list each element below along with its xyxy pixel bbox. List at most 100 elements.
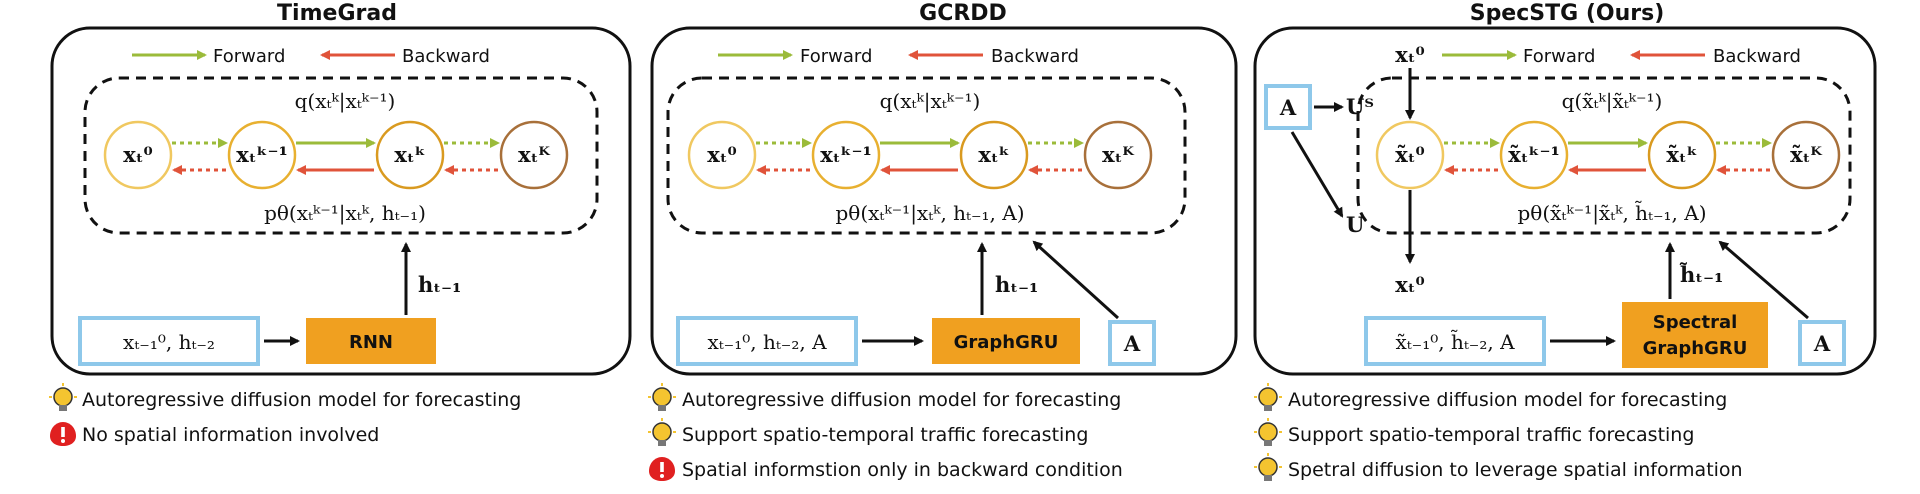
p-label: pθ(xₜᵏ⁻¹|xₜᵏ, hₜ₋₁, A) [835, 201, 1024, 226]
panel-title: TimeGrad [277, 1, 397, 26]
lightbulb-icon [1254, 453, 1282, 481]
note-text: Autoregressive diffusion model for forec… [82, 389, 521, 411]
node-xK-label: xₜᴷ [518, 142, 550, 167]
diffusion-box [666, 76, 1187, 235]
q-label: q(xₜᵏ|xₜᵏ⁻¹) [880, 89, 981, 114]
q-label: q(x̃ₜᵏ|x̃ₜᵏ⁻¹) [1562, 89, 1663, 114]
node-xk-1 [811, 120, 881, 190]
note-item: Support spatio-temporal traffic forecast… [648, 418, 1088, 446]
adjacency-box [1264, 84, 1312, 130]
bottom-x-label: xₜ⁰ [1395, 272, 1425, 297]
u-label: U [1346, 212, 1364, 237]
node-x0-label: xₜ⁰ [123, 142, 153, 167]
note-text: Autoregressive diffusion model for forec… [1288, 389, 1727, 411]
lightbulb-icon [1254, 383, 1282, 411]
lightbulb-icon [1254, 418, 1282, 446]
node-xK-label: x̃ₜᴷ [1790, 142, 1822, 167]
q-label: q(xₜᵏ|xₜᵏ⁻¹) [295, 89, 396, 114]
node-xK [1771, 120, 1841, 190]
node-xK [1083, 120, 1153, 190]
legend-forward-label: Forward [1523, 46, 1595, 67]
diffusion-box [1356, 76, 1852, 235]
warning-icon [50, 422, 76, 446]
node-xk-label: xₜᵏ [394, 142, 425, 167]
note-item: Autoregressive diffusion model for forec… [49, 383, 521, 411]
input-box [676, 316, 858, 366]
legend: Forward Backward [132, 46, 490, 67]
node-xk-1-label: xₜᵏ⁻¹ [236, 142, 288, 167]
adjacency-box [1798, 320, 1846, 366]
input-label: x̃ₜ₋₁⁰, h̃ₜ₋₂, A [1395, 330, 1515, 354]
panel-title: SpecSTG (Ours) [1470, 1, 1665, 26]
lightbulb-icon [648, 383, 676, 411]
diffusion-box [83, 76, 599, 235]
legend: Forward Backward [1442, 46, 1801, 67]
hidden-label: h̃ₜ₋₁ [1680, 262, 1724, 287]
panel-frame [1253, 26, 1877, 376]
lightbulb-icon [49, 383, 77, 411]
legend: Forward Backward [718, 46, 1079, 67]
node-x0 [103, 120, 173, 190]
node-xk-1 [1499, 120, 1569, 190]
ut-label: Uᵀ [1346, 94, 1374, 119]
panel-specstg: SpecSTG (Ours) xₜ⁰ Forward Backward q(x̃… [1253, 1, 1877, 481]
legend-backward-label: Backward [991, 46, 1079, 67]
note-text: Spatial informstion only in backward con… [682, 459, 1123, 481]
graphgru-module [932, 318, 1080, 364]
top-x-label: xₜ⁰ [1395, 42, 1425, 67]
node-xk-1 [227, 120, 297, 190]
note-item: No spatial information involved [50, 422, 379, 446]
note-text: Spetral diffusion to leverage spatial in… [1288, 459, 1743, 481]
legend-backward-label: Backward [402, 46, 490, 67]
note-item: Spetral diffusion to leverage spatial in… [1254, 453, 1743, 481]
note-text: Autoregressive diffusion model for forec… [682, 389, 1121, 411]
note-text: No spatial information involved [82, 424, 379, 446]
p-label: pθ(xₜᵏ⁻¹|xₜᵏ, hₜ₋₁) [264, 201, 426, 226]
arrow [1718, 240, 1809, 320]
node-xk-1-label: xₜᵏ⁻¹ [820, 142, 872, 167]
node-x0 [1375, 120, 1445, 190]
note-text: Support spatio-temporal traffic forecast… [1288, 424, 1694, 446]
legend-backward-label: Backward [1713, 46, 1801, 67]
node-x0-label: x̃ₜ⁰ [1395, 142, 1425, 167]
warning-icon [649, 457, 675, 481]
panel-gcrdd: GCRDD Forward Backward q(xₜᵏ|xₜᵏ⁻¹) xₜ⁰ … [648, 1, 1238, 481]
node-xk-label: xₜᵏ [978, 142, 1009, 167]
node-x0-label: xₜ⁰ [707, 142, 737, 167]
node-x0 [687, 120, 757, 190]
input-label: xₜ₋₁⁰, hₜ₋₂, A [707, 330, 827, 354]
adjacency-label: A [1123, 331, 1141, 356]
input-label: xₜ₋₁⁰, hₜ₋₂ [123, 330, 215, 354]
legend-forward-label: Forward [800, 46, 872, 67]
input-box [78, 316, 260, 366]
adjacency-box [1108, 320, 1156, 366]
node-xk [959, 120, 1029, 190]
module-label-line1: Spectral [1653, 312, 1738, 333]
panel-frame [50, 26, 632, 376]
node-xK-label: xₜᴷ [1102, 142, 1134, 167]
rnn-module [306, 318, 436, 364]
module-label: RNN [349, 332, 393, 353]
module-label: GraphGRU [954, 332, 1059, 353]
input-box [1364, 316, 1546, 366]
node-xk [375, 120, 445, 190]
lightbulb-icon [648, 418, 676, 446]
legend-forward-label: Forward [213, 46, 285, 67]
note-text: Support spatio-temporal traffic forecast… [682, 424, 1088, 446]
note-item: Autoregressive diffusion model for forec… [648, 383, 1121, 411]
note-item: Spatial informstion only in backward con… [649, 457, 1123, 481]
node-xk [1647, 120, 1717, 190]
panel-timegrad: TimeGrad Forward Backward q(xₜᵏ|xₜᵏ⁻¹) x… [49, 1, 632, 446]
adjacency-label: A [1813, 331, 1831, 356]
arrow [1032, 240, 1120, 320]
hidden-label: hₜ₋₁ [995, 272, 1038, 297]
adjacency-left-label: A [1279, 95, 1297, 120]
module-label-line2: GraphGRU [1643, 338, 1748, 359]
node-xk-1-label: x̃ₜᵏ⁻¹ [1508, 142, 1560, 167]
node-xk-label: x̃ₜᵏ [1666, 142, 1697, 167]
panel-title: GCRDD [919, 1, 1007, 26]
panel-frame [650, 26, 1238, 376]
hidden-label: hₜ₋₁ [418, 272, 461, 297]
node-xK [499, 120, 569, 190]
arrow [1290, 131, 1344, 218]
